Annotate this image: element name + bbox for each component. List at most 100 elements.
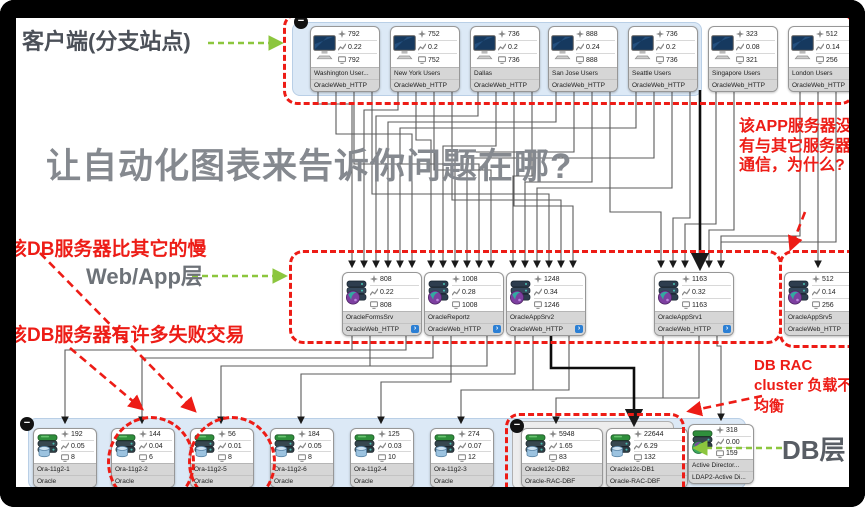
database-server-icon bbox=[522, 429, 549, 463]
node-service: Oracle bbox=[34, 475, 96, 487]
star-stat-icon bbox=[452, 275, 460, 283]
collapse-button-rac-group[interactable]: − bbox=[510, 419, 524, 433]
stat-value: 0.03 bbox=[388, 442, 402, 450]
star-stat-icon bbox=[736, 30, 744, 38]
stat-row: 1163 bbox=[682, 273, 731, 285]
chart-stat-icon bbox=[452, 288, 460, 296]
chart-stat-icon bbox=[370, 288, 378, 296]
monitor-stat-icon bbox=[218, 453, 226, 462]
stat-row: 10 bbox=[378, 451, 411, 463]
stat-row: 12 bbox=[458, 451, 491, 463]
star-stat-icon bbox=[298, 430, 306, 439]
star-stat-icon bbox=[458, 430, 466, 439]
node-service: Oracle bbox=[112, 475, 174, 487]
collapse-button-clients[interactable]: − bbox=[294, 15, 308, 29]
drilldown-badge-icon[interactable]: › bbox=[411, 325, 419, 333]
monitor-stat-icon bbox=[139, 453, 147, 462]
node-service: Oracle bbox=[191, 475, 253, 487]
stat-row: 0.22 bbox=[338, 40, 377, 53]
app-server-icon bbox=[655, 273, 682, 311]
stat-row: 0.14 bbox=[816, 40, 855, 53]
stat-row: 0.04 bbox=[139, 439, 172, 452]
node-service: OracleWeb_HTTP› bbox=[507, 323, 585, 335]
node-name: Ora-11g2-2 bbox=[115, 466, 148, 473]
frame-top bbox=[0, 0, 865, 18]
stat-row: 0.34 bbox=[534, 285, 583, 298]
stat-value: 0.32 bbox=[692, 288, 706, 296]
node-service: LDAP2-Active Di... bbox=[689, 471, 753, 483]
stat-value: 22644 bbox=[644, 430, 664, 438]
drilldown-badge-icon[interactable]: › bbox=[575, 325, 583, 333]
stat-value: 1163 bbox=[692, 275, 708, 283]
stat-row: 1248 bbox=[534, 273, 583, 285]
monitor-stat-icon bbox=[534, 301, 542, 309]
drilldown-badge-icon[interactable]: › bbox=[493, 325, 501, 333]
chart-stat-icon bbox=[576, 43, 584, 51]
stat-row: 0.05 bbox=[61, 439, 94, 452]
stat-value: 192 bbox=[71, 430, 83, 438]
star-stat-icon bbox=[418, 30, 426, 38]
stat-value: 0.08 bbox=[746, 43, 760, 51]
stat-value: 8 bbox=[71, 454, 75, 462]
chart-stat-icon bbox=[498, 43, 506, 51]
node-service: OracleWeb_HTTP bbox=[311, 79, 379, 91]
page-title: 让自动化图表来告诉你问题在哪? bbox=[46, 147, 573, 186]
stat-row: 792 bbox=[338, 28, 377, 40]
stat-row: 752 bbox=[418, 28, 457, 40]
stat-value: 736 bbox=[666, 56, 678, 64]
db-rac-note: DB RAC cluster 负载不均衡 bbox=[754, 357, 853, 415]
stat-row: 512 bbox=[812, 273, 861, 285]
star-stat-icon bbox=[338, 30, 346, 38]
stat-row: 0.2 bbox=[498, 40, 537, 53]
chart-stat-icon bbox=[378, 442, 386, 450]
stat-value: 144 bbox=[149, 430, 161, 438]
chart-stat-icon bbox=[736, 43, 744, 51]
stat-value: 132 bbox=[644, 454, 656, 462]
stat-value: 256 bbox=[822, 301, 834, 309]
stat-value: 0.00 bbox=[726, 438, 740, 446]
stat-value: 808 bbox=[380, 275, 392, 283]
stat-value: 888 bbox=[586, 30, 598, 38]
stat-row: 5948 bbox=[549, 429, 600, 440]
monitor-stat-icon bbox=[576, 56, 584, 64]
monitor-stat-icon bbox=[458, 453, 466, 462]
node-name: Washington User... bbox=[314, 70, 369, 77]
collapse-button-db-tier[interactable]: − bbox=[20, 417, 34, 431]
database-server-icon bbox=[271, 429, 298, 463]
monitor-stat-icon bbox=[61, 453, 69, 462]
star-stat-icon bbox=[370, 275, 378, 283]
stat-value: 0.05 bbox=[71, 442, 85, 450]
stat-value: 6 bbox=[149, 454, 153, 462]
stat-row: 8 bbox=[298, 451, 331, 463]
drilldown-badge-icon[interactable]: › bbox=[723, 325, 731, 333]
stat-row: 144 bbox=[139, 429, 172, 440]
node-name: Oracle12c-DB1 bbox=[610, 466, 655, 473]
database-server-icon bbox=[191, 429, 218, 463]
stat-row: 808 bbox=[370, 273, 419, 285]
stat-value: 0.28 bbox=[462, 288, 476, 296]
chart-stat-icon bbox=[716, 438, 724, 446]
stat-row: 8 bbox=[218, 451, 251, 463]
node-service: Oracle bbox=[351, 475, 413, 487]
node-service: OracleWeb_HTTP bbox=[629, 79, 697, 91]
